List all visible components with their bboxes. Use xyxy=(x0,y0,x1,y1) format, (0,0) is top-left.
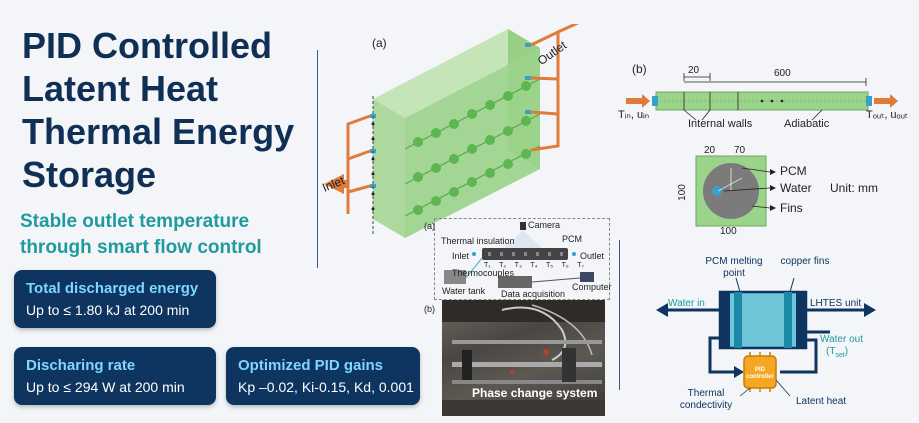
setup-photo: Phase change system xyxy=(442,300,605,416)
fig-b-label: (b) xyxy=(632,62,647,76)
tc-label: T₇ xyxy=(577,262,584,269)
lhtes-unit-label: LHTES unit xyxy=(810,298,862,309)
setup-outlet-label: Outlet xyxy=(580,251,605,261)
t-set-sub: set xyxy=(835,352,845,359)
tc-label: T₄ xyxy=(530,262,538,269)
rate-card: Discharing rate Up to ≤ 294 W at 200 min xyxy=(14,347,216,405)
pid-chip-label: PID controller xyxy=(746,367,774,380)
dim-70-cross: 70 xyxy=(734,145,746,156)
thermocouple-labels: T₁ T₂ T₃ T₄ T₅ T₆ T₇ xyxy=(484,262,584,269)
thermal-insulation-label: Thermal insulation xyxy=(441,236,515,246)
tc-label: T₁ xyxy=(484,262,491,269)
setup-a-label: (a) xyxy=(424,221,435,231)
photo-rig-graphic xyxy=(442,300,605,416)
pid-card: Optimized PID gains Kp –0.02, Ki-0.15, K… xyxy=(226,347,420,405)
t-set-label: (Tset) xyxy=(826,346,848,359)
setup-schematic-diagram xyxy=(444,222,594,288)
pid-control-schematic xyxy=(656,277,876,397)
setup-pcm-label: PCM xyxy=(562,234,582,244)
internal-walls-label: Internal walls xyxy=(688,118,753,130)
pcm-label: PCM xyxy=(780,164,807,178)
fins-label: Fins xyxy=(780,201,803,215)
unit-label: Unit: mm xyxy=(830,181,878,195)
copper-fins-label: copper fins xyxy=(780,256,830,267)
tc-label: T₆ xyxy=(561,262,569,269)
energy-card-title: Total discharged energy xyxy=(26,280,199,297)
tube-side-view xyxy=(626,73,898,121)
setup-b-label: (b) xyxy=(424,304,435,314)
water-label: Water xyxy=(780,181,812,195)
t-set-open: (T xyxy=(826,346,836,357)
setup-inlet-label: Inlet xyxy=(452,251,470,261)
dim-100-side: 100 xyxy=(676,184,688,201)
pid-card-value: Kp –0.02, Ki-0.15, Kd, 0.001 xyxy=(238,379,414,395)
energy-card-value: Up to ≤ 1.80 kJ at 200 min xyxy=(26,302,190,318)
t-out-label: Tₒᵤₜ, uₒᵤₜ xyxy=(866,109,909,121)
thermal-conductivity-label: Thermal condectivity xyxy=(679,388,733,411)
storage-unit-3d-diagram xyxy=(324,24,580,238)
vertical-divider-left xyxy=(317,50,318,268)
water-out-label: Water out xyxy=(820,334,863,345)
latent-heat-label: Latent heat xyxy=(796,396,847,407)
energy-card: Total discharged energy Up to ≤ 1.80 kJ … xyxy=(14,270,216,328)
adiabatic-label: Adiabatic xyxy=(784,118,830,130)
dim-600-label: 600 xyxy=(774,68,791,79)
t-in-label: Tᵢₙ, uᵢₙ xyxy=(618,109,650,121)
tc-label: T₅ xyxy=(545,262,554,269)
thermocouples-label: Thermocouples xyxy=(452,268,515,278)
pcm-melting-label: PCM melting point xyxy=(705,256,763,279)
cross-section-diagram xyxy=(695,155,776,227)
tc-label: T₃ xyxy=(514,262,522,269)
page-subtitle: Stable outlet temperature through smart … xyxy=(20,211,262,258)
setup-schematic-frame xyxy=(434,218,610,300)
tc-label: T₂ xyxy=(499,262,507,269)
camera-label: Camera xyxy=(528,220,561,230)
water-in-label: Water in xyxy=(668,298,705,309)
rate-card-title: Discharing rate xyxy=(26,357,136,374)
dim-20-cross: 20 xyxy=(704,145,716,156)
photo-caption: Phase change system xyxy=(472,386,598,400)
pid-card-title: Optimized PID gains xyxy=(238,357,384,374)
t-set-close: ) xyxy=(844,346,849,357)
dim-20-label: 20 xyxy=(688,65,700,76)
computer-label: Computer xyxy=(572,282,612,292)
dim-100-bottom: 100 xyxy=(720,226,737,237)
fig-a-label: (a) xyxy=(372,36,387,50)
rate-card-value: Up to ≤ 294 W at 200 min xyxy=(26,379,185,395)
page-title: PID Controlled Latent Heat Thermal Energ… xyxy=(22,25,295,195)
data-acquisition-label: Data acquisition xyxy=(501,289,566,299)
water-tank-label: Water tank xyxy=(442,286,486,296)
vertical-divider-right xyxy=(619,240,620,390)
